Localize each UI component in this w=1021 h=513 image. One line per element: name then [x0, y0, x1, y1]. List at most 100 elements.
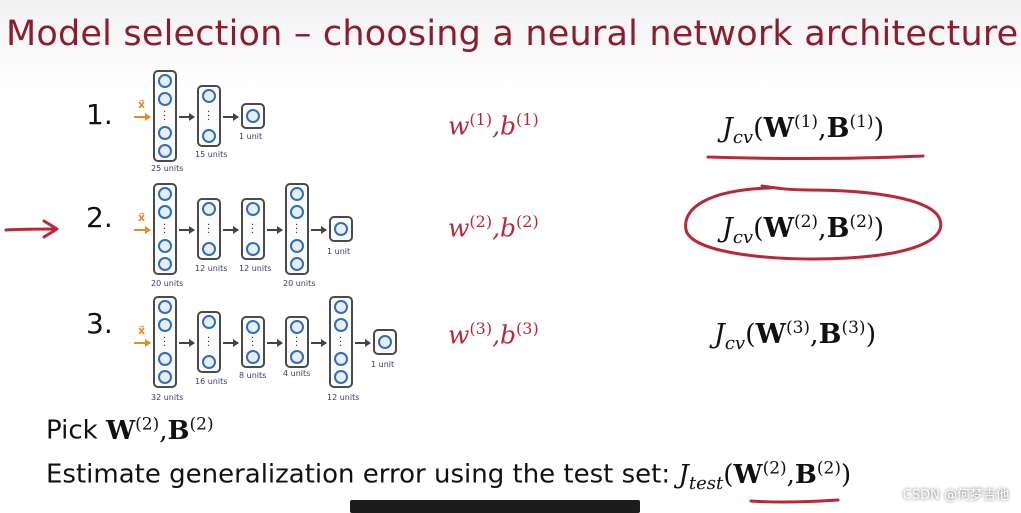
params-model-3: w(3),b(3) [448, 319, 539, 350]
underline-mark [706, 154, 925, 160]
pick-line: Pick W(2),B(2) [46, 414, 214, 446]
param-w-sup: (1) [469, 110, 493, 129]
input-x-label: x⃗ [138, 324, 146, 337]
model-number-2: 2. [86, 201, 113, 234]
cost-sub: cv [732, 227, 754, 248]
selection-arrow-icon [4, 219, 59, 239]
neuron [290, 320, 304, 334]
ellipsis-dots: ... [295, 330, 299, 349]
input-arrow [134, 113, 151, 121]
layer-units-label: 1 unit [327, 247, 351, 256]
cost-w-sup: (2) [793, 212, 819, 232]
layer-units-label: 20 units [283, 279, 316, 288]
layer-units-label: 12 units [195, 264, 228, 273]
neuron [202, 242, 216, 256]
neuron [158, 370, 172, 384]
neuron [290, 205, 304, 219]
neuron [290, 187, 304, 201]
cost-b-sup: (2) [849, 212, 874, 232]
layer-units-label: 12 units [327, 393, 360, 402]
layer-connector-arrow [223, 339, 239, 346]
param-b-sup: (2) [516, 212, 539, 231]
neuron [246, 109, 260, 123]
cost-w: W [763, 213, 794, 244]
cost-b: B [818, 319, 842, 350]
cost-w: W [763, 113, 794, 144]
param-b-sup: (1) [516, 110, 539, 129]
neuron [158, 126, 172, 140]
neuron [158, 257, 172, 271]
ellipsis-dots: ... [295, 217, 299, 236]
neuron [158, 318, 172, 332]
layer-units-label: 16 units [195, 377, 228, 386]
param-w: w [448, 111, 470, 141]
layer-3 [241, 103, 265, 129]
param-b: b [500, 320, 517, 350]
slide-title: Model selection – choosing a neural netw… [6, 14, 1019, 54]
neuron [202, 315, 216, 329]
neuron [334, 300, 348, 314]
neuron [158, 239, 172, 253]
input-x-label: x⃗ [138, 211, 146, 224]
cost-b: B [826, 213, 850, 244]
estimate-j: J [678, 459, 689, 490]
jtest-underline-mark [749, 498, 840, 504]
param-w: w [448, 320, 470, 350]
ellipsis-dots: ... [163, 330, 167, 349]
cost-model-3: Jcv(W(3),B(3)) [714, 318, 877, 354]
neuron [378, 335, 392, 349]
cost-w: W [755, 319, 786, 350]
estimate-b-sup: (2) [816, 458, 841, 478]
neuron [202, 202, 216, 216]
ellipsis-dots: ... [163, 104, 167, 123]
pick-w: W [105, 415, 136, 446]
ellipsis-dots: ... [251, 217, 255, 236]
param-w-sup: (3) [469, 319, 493, 338]
layer-units-label: 8 units [239, 371, 267, 380]
circle-mark [684, 184, 943, 261]
cost-j: J [722, 213, 733, 244]
neuron [290, 239, 304, 253]
input-arrow [134, 339, 151, 347]
cost-j: J [714, 319, 725, 350]
cost-sub: cv [724, 333, 746, 354]
param-w: w [448, 213, 470, 243]
subtitle-overlay [350, 500, 640, 513]
param-b: b [500, 111, 517, 141]
params-model-2: w(2),b(2) [448, 212, 539, 243]
cost-b-sup: (3) [841, 318, 866, 338]
layer-connector-arrow [267, 339, 283, 346]
layer-units-label: 25 units [151, 164, 184, 173]
layer-connector-arrow [355, 339, 371, 346]
model-number-1: 1. [86, 98, 113, 131]
cost-w-sup: (1) [793, 112, 819, 132]
cost-sub: cv [732, 127, 754, 148]
neuron [334, 370, 348, 384]
cost-b: B [826, 113, 850, 144]
layer-units-label: 20 units [151, 279, 184, 288]
watermark: CSDN @何梦吉他 [902, 488, 1009, 503]
estimate-text: Estimate generalization error using the … [46, 459, 679, 490]
neuron [158, 144, 172, 158]
layer-units-label: 4 units [283, 369, 311, 378]
ellipsis-dots: ... [339, 330, 343, 349]
neuron [246, 202, 260, 216]
cost-j: J [722, 113, 733, 144]
neuron [334, 352, 348, 366]
ellipsis-dots: ... [207, 104, 211, 123]
layer-connector-arrow [267, 226, 283, 233]
estimate-sub: test [688, 472, 724, 494]
layer-connector-arrow [179, 226, 195, 233]
estimate-w-sup: (2) [762, 458, 787, 478]
neuron [202, 355, 216, 369]
layer-units-label: 12 units [239, 264, 272, 273]
layer-connector-arrow [223, 226, 239, 233]
neuron [246, 320, 260, 334]
neuron [202, 129, 216, 143]
estimate-b: B [794, 459, 817, 490]
pick-b: B [167, 415, 190, 446]
ellipsis-dots: ... [207, 330, 211, 349]
pick-b-sup: (2) [189, 414, 214, 434]
ellipsis-dots: ... [163, 217, 167, 236]
layer-connector-arrow [223, 113, 239, 120]
